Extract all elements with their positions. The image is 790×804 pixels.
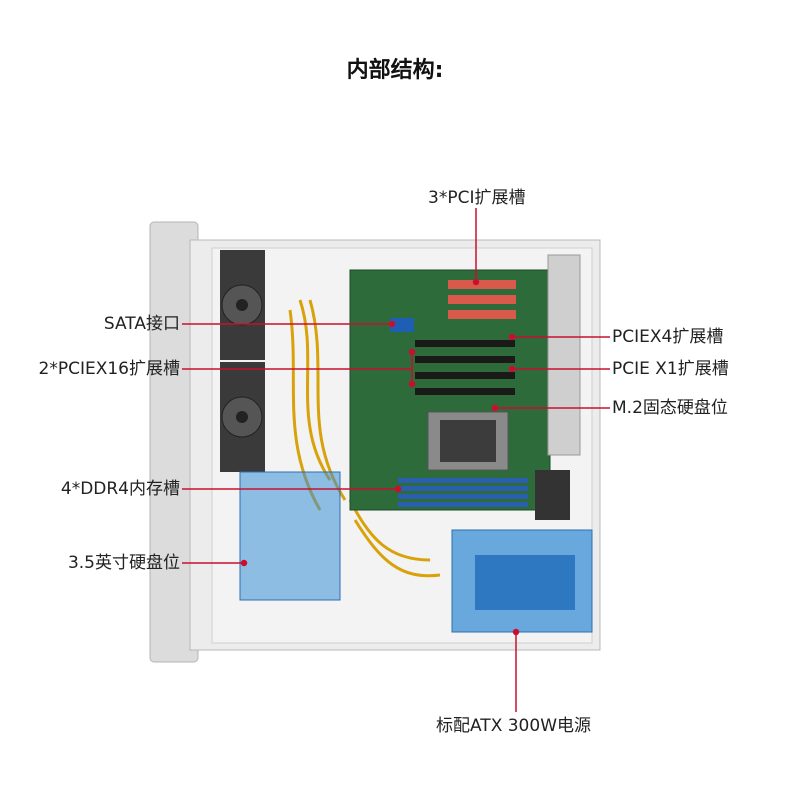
pcie-slots: [415, 340, 515, 395]
rear-bracket: [547, 254, 581, 456]
label-pci-slots: 3*PCI扩展槽: [428, 188, 526, 208]
label-hdd-bay: 3.5英寸硬盘位: [67, 553, 180, 573]
heatsink-icon: [427, 411, 509, 471]
sata-port: [390, 318, 414, 332]
label-m2: M.2固态硬盘位: [612, 398, 728, 418]
ddr4-slots: [398, 478, 528, 507]
pci-slots: [448, 280, 516, 319]
page-title: 内部结构:: [346, 58, 444, 83]
fan-icon: [535, 470, 570, 520]
psu-label-plate: [475, 555, 575, 610]
fan-icon: [220, 250, 265, 360]
label-ddr4: 4*DDR4内存槽: [60, 479, 180, 499]
fan-icon: [220, 362, 265, 472]
label-pciex16: 2*PCIEX16扩展槽: [38, 359, 180, 379]
label-pciex1: PCIE X1扩展槽: [612, 359, 729, 379]
hdd-bay-highlight: [239, 471, 341, 601]
label-psu: 标配ATX 300W电源: [436, 716, 592, 736]
label-sata: SATA接口: [103, 314, 180, 334]
leader-lines: [182, 208, 610, 712]
label-pciex4: PCIEX4扩展槽: [612, 327, 724, 347]
